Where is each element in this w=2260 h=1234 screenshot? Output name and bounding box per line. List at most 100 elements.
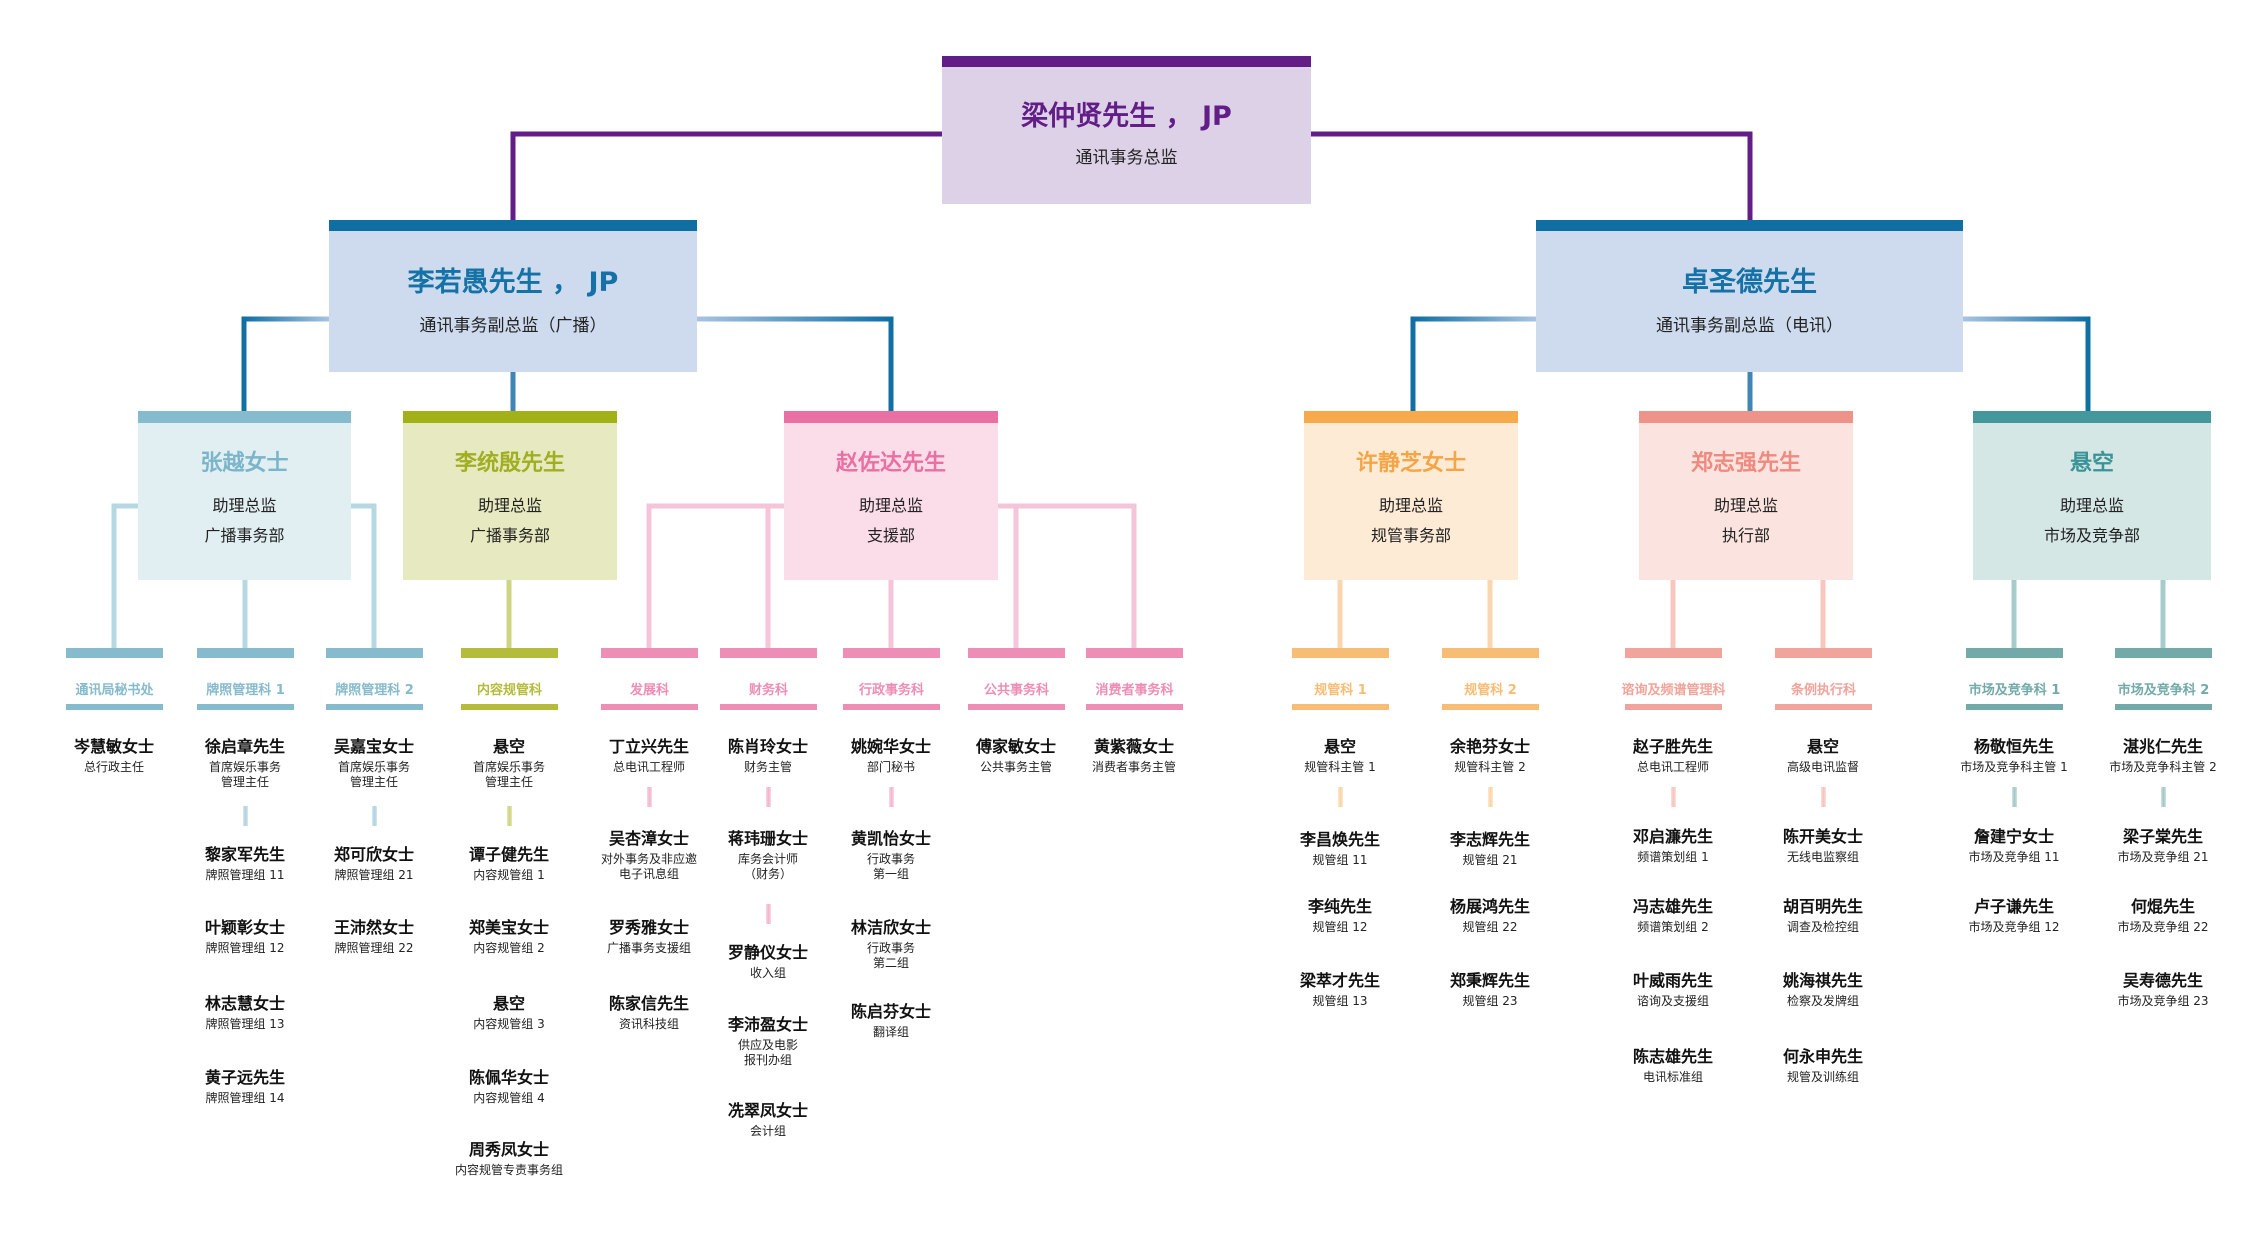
staff-title: 内容规管组 3 [473,1017,545,1031]
staff-entry: 叶威雨先生 谘询及支援组 [1588,967,1758,1009]
staff-name: 梁萃才先生 [1299,971,1380,990]
staff-title: 牌照管理组 11 [205,868,285,882]
staff-title: 高级电讯监督 [1786,760,1859,774]
section-bar-top [197,648,294,658]
staff-connector [2012,787,2017,807]
section-bar-bottom [461,704,558,710]
staff-name: 徐启章先生 [204,737,285,756]
staff-name: 悬空 [492,994,525,1013]
section-label: 牌照管理科 2 [335,683,414,698]
staff-connector [1671,787,1676,807]
staff-entry: 郑美宝女士 内容规管组 2 [424,914,594,956]
staff-entry: 姚海祺先生 检察及发牌组 [1738,967,1908,1009]
section-header: 规管科 2 [1442,648,1539,710]
section-bar-top [843,648,940,658]
section-bar-top [2115,648,2212,658]
staff-name: 林洁欣女士 [850,918,931,937]
deputy-box-telecom: 卓圣德先生 通讯事务副总监（电讯） [1536,220,1963,372]
staff-entry: 湛兆仁先生 市场及竞争科主管 2 [2078,733,2248,775]
staff-name: 王沛然女士 [333,918,414,937]
director-title: 通讯事务总监 [1075,148,1178,168]
staff-name: 悬空 [492,737,525,756]
staff-title: 广播事务支援组 [606,941,691,955]
section-header: 牌照管理科 2 [326,648,423,710]
staff-name: 邓启濂先生 [1632,827,1713,846]
staff-entry: 徐启章先生 首席娱乐事务 管理主任 [160,733,330,790]
staff-entry: 罗秀雅女士 广播事务支援组 [564,914,734,956]
staff-connector [2161,787,2166,807]
section-bar-bottom [843,704,940,710]
staff-entry: 蒋玮珊女士 库务会计师 （财务） [683,825,853,882]
staff-title: 规管组 21 [1462,853,1518,867]
section-header: 规管科 1 [1292,648,1389,710]
staff-entry: 郑秉辉先生 规管组 23 [1405,967,1575,1009]
staff-title: 供应及电影 报刊办组 [737,1038,798,1067]
staff-title: 市场及竞争组 23 [2117,994,2209,1008]
staff-name: 姚海祺先生 [1782,971,1863,990]
staff-entry: 卢子谦先生 市场及竞争组 12 [1929,893,2099,935]
section-label: 牌照管理科 1 [206,683,285,698]
staff-entry: 赵子胜先生 总电讯工程师 [1588,733,1758,775]
staff-entry: 李昌焕先生 规管组 11 [1255,826,1425,868]
section-bar-top [1966,648,2063,658]
staff-entry: 岑慧敏女士 总行政主任 [29,733,199,775]
section-label: 内容规管科 [476,683,542,698]
staff-entry: 余艳芬女士 规管科主管 2 [1405,733,1575,775]
section-label: 财务科 [748,683,788,698]
staff-name: 何永申先生 [1782,1047,1863,1066]
staff-name: 谭子健先生 [468,845,549,864]
section-bar-top [720,648,817,658]
section-label: 通讯局秘书处 [75,683,154,698]
staff-name: 杨展鸿先生 [1449,897,1530,916]
director-box: 梁仲贤先生 ， JP 通讯事务总监 [942,56,1311,204]
staff-title: 牌照管理组 12 [205,941,285,955]
section-header: 条例执行科 [1775,648,1872,710]
staff-connector [372,806,377,826]
staff-name: 陈启芬女士 [850,1002,931,1021]
staff-title: 规管组 22 [1462,920,1518,934]
staff-entry: 姚婉华女士 部门秘书 [806,733,976,775]
assistant-director-box: 赵佐达先生 助理总监 支援部 [784,411,998,580]
staff-title: 总电讯工程师 [612,760,685,774]
section-bar-top [461,648,558,658]
deputy-box-bar [1536,220,1963,231]
section-bar-bottom [1086,704,1183,710]
staff-title: 部门秘书 [866,760,915,774]
section-header: 市场及竞争科 2 [2115,648,2212,710]
staff-name: 郑美宝女士 [468,918,549,937]
assistant-name: 郑志强先生 [1690,451,1801,476]
section-bar-bottom [601,704,698,710]
deputy-title: 通讯事务副总监（广播） [419,316,607,336]
section-header: 市场及竞争科 1 [1966,648,2063,710]
assistant-director-box: 张越女士 助理总监 广播事务部 [138,411,351,580]
staff-entry: 黄紫薇女士 消费者事务主管 [1049,733,1219,775]
staff-name: 冯志雄先生 [1632,897,1713,916]
section-header: 通讯局秘书处 [66,648,163,710]
staff-title: 市场及竞争组 11 [1968,850,2060,864]
staff-title: 总电讯工程师 [1636,760,1709,774]
staff-name: 黄凯怡女士 [850,829,931,848]
staff-name: 罗静仪女士 [727,943,808,962]
section-header: 公共事务科 [968,648,1065,710]
staff-name: 李沛盈女士 [727,1015,808,1034]
staff-name: 黄紫薇女士 [1093,737,1174,756]
assistant-title: 助理总监 执行部 [1713,496,1778,545]
staff-entry: 吴嘉宝女士 首席娱乐事务 管理主任 [289,733,459,790]
staff-name: 梁子棠先生 [2122,827,2203,846]
staff-entry: 黄凯怡女士 行政事务 第一组 [806,825,976,882]
staff-entry: 陈家信先生 资讯科技组 [564,990,734,1032]
staff-name: 岑慧敏女士 [73,737,154,756]
staff-name: 陈开美女士 [1782,827,1863,846]
staff-entry: 悬空 内容规管组 3 [424,990,594,1032]
section-label: 发展科 [629,683,669,698]
section-bar-top [66,648,163,658]
staff-entry: 邓启濂先生 频谱策划组 1 [1588,823,1758,865]
staff-title: 消费者事务主管 [1091,760,1176,774]
staff-title: 市场及竞争组 21 [2117,850,2209,864]
assistant-title: 助理总监 规管事务部 [1370,496,1451,545]
section-label: 市场及竞争科 2 [2117,683,2210,698]
staff-name: 吴寿德先生 [2122,971,2203,990]
staff-title: 规管科主管 2 [1454,760,1526,774]
staff-connector [1821,787,1826,807]
staff-title: 牌照管理组 14 [205,1091,285,1105]
